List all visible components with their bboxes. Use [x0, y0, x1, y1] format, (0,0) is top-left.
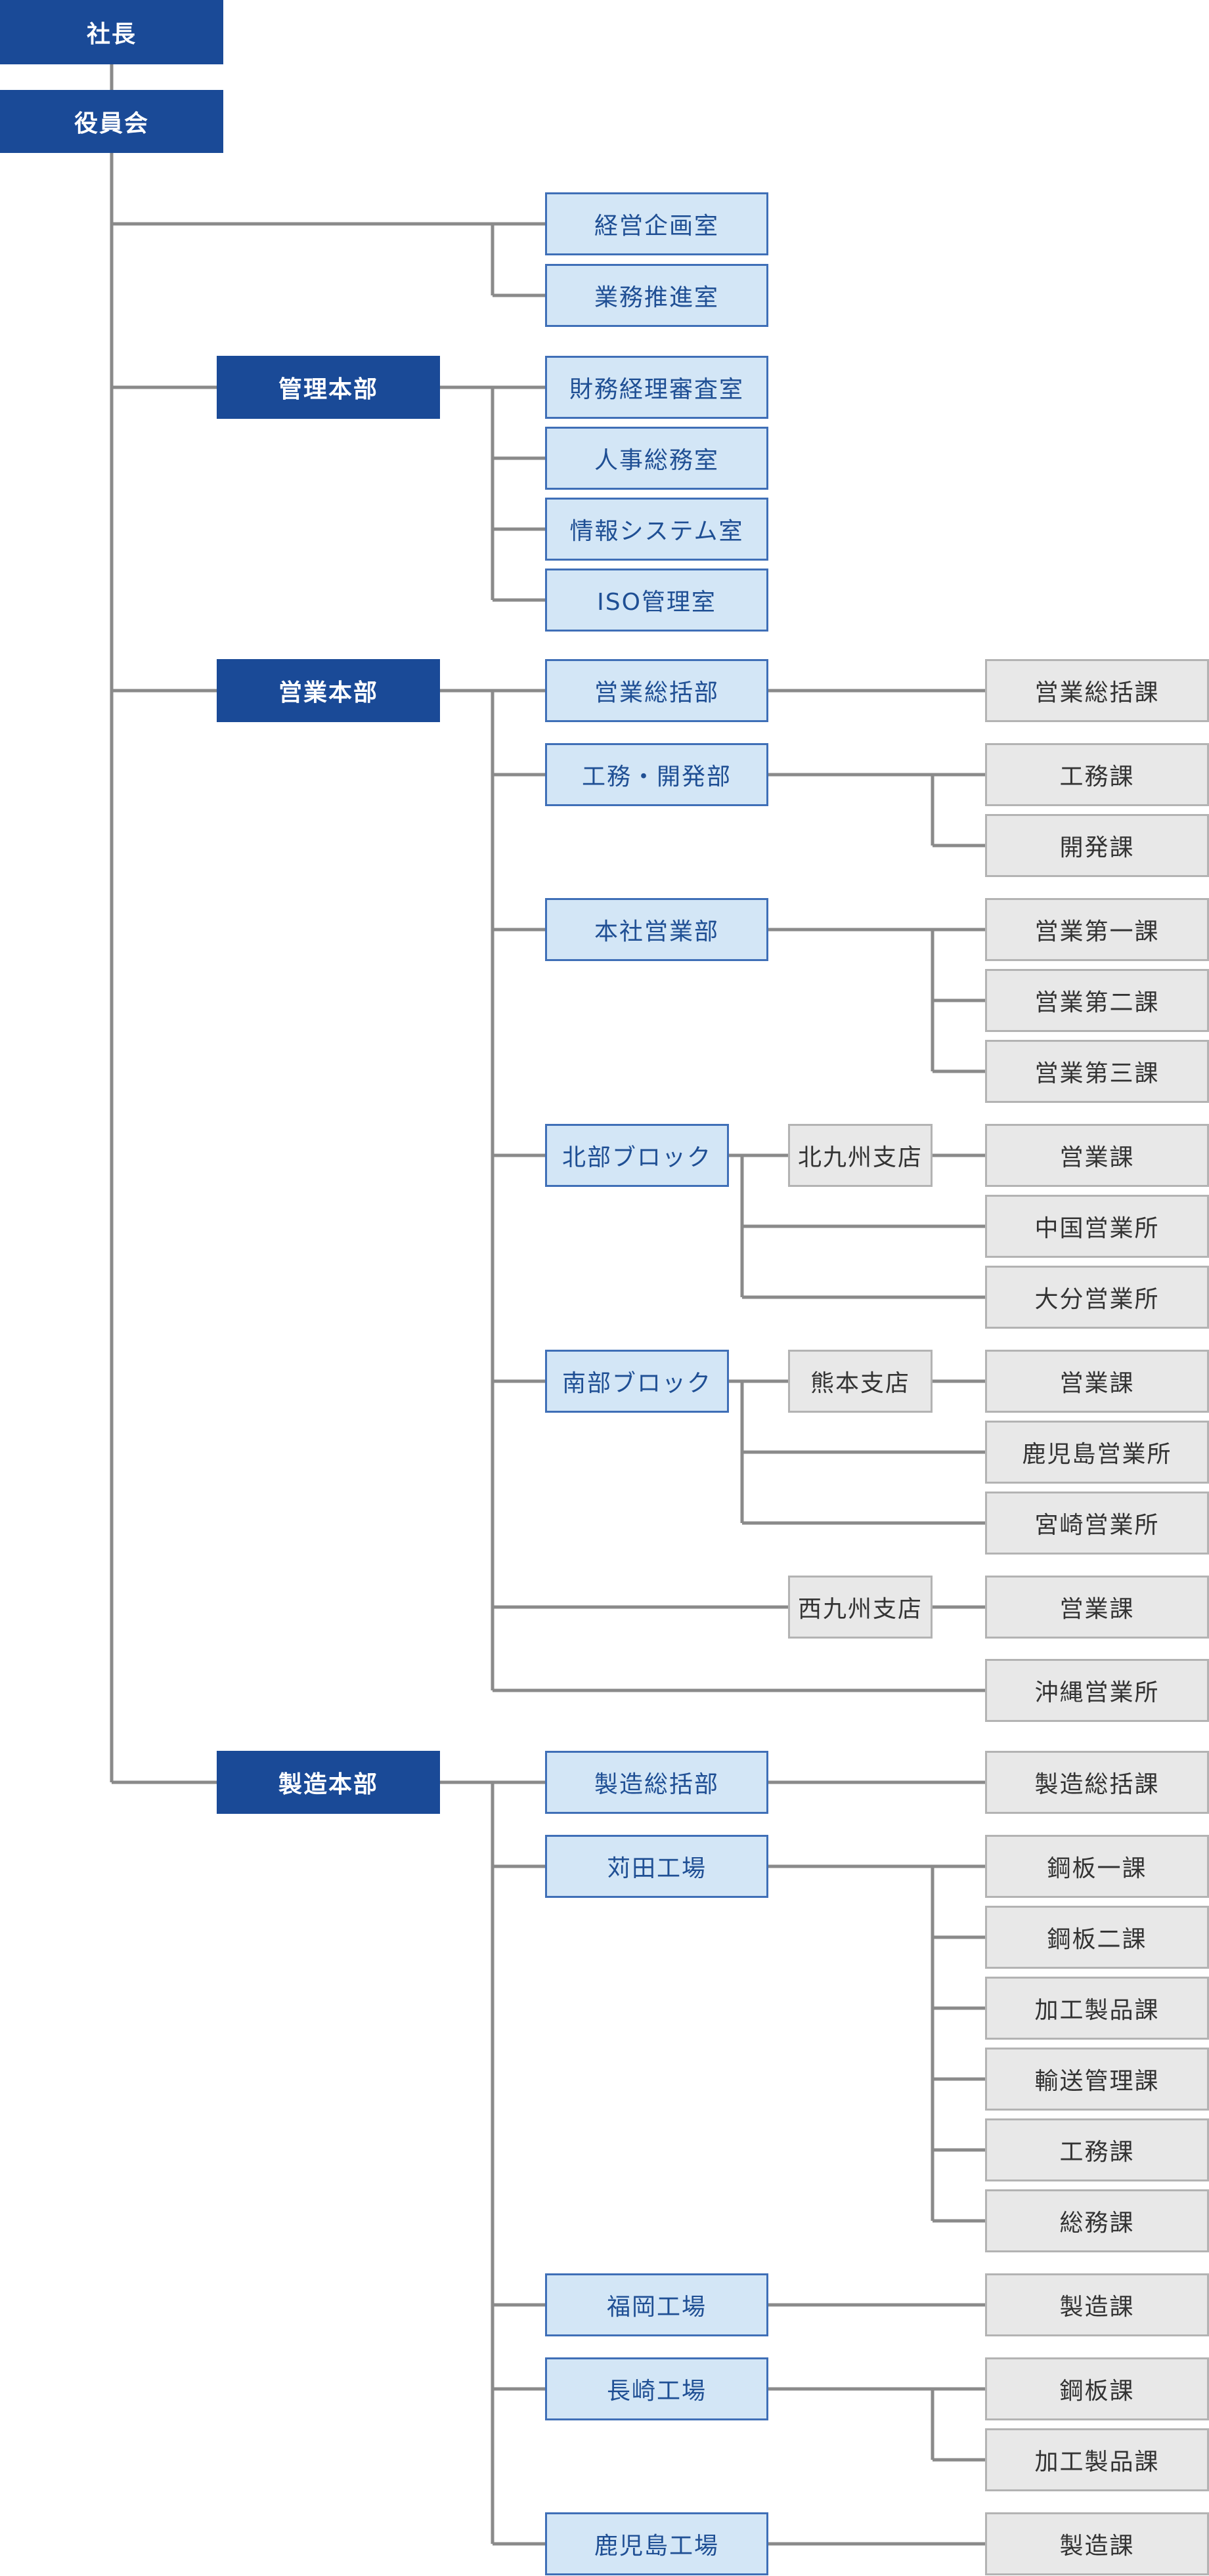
sales-2-section: 営業第二課	[985, 969, 1209, 1032]
kagoshima-sales-office: 鹿児島営業所	[985, 1421, 1209, 1484]
mfg-general-dept: 製造総括部	[545, 1751, 768, 1814]
sales-general-dept: 営業総括部	[545, 659, 768, 722]
south-block-dept: 南部ブロック	[545, 1350, 729, 1413]
karita-engineering-section: 工務課	[985, 2118, 1209, 2181]
manufacturing-division: 製造本部	[217, 1751, 440, 1814]
steel-plate-section: 鋼板課	[985, 2357, 1209, 2420]
hr-general-office: 人事総務室	[545, 427, 768, 490]
transport-management-section: 輸送管理課	[985, 2048, 1209, 2111]
chugoku-sales-office: 中国営業所	[985, 1195, 1209, 1258]
engineering-dev-dept: 工務・開発部	[545, 743, 768, 806]
nishikyushu-branch: 西九州支店	[788, 1576, 933, 1639]
kumamoto-branch: 熊本支店	[788, 1350, 933, 1413]
sales-general-section: 営業総括課	[985, 659, 1209, 722]
processed-products-section: 加工製品課	[985, 1977, 1209, 2040]
steel-2-section: 鋼板二課	[985, 1906, 1209, 1969]
kagoshima-plant: 鹿児島工場	[545, 2512, 768, 2575]
kitakyushu-sales-section: 営業課	[985, 1124, 1209, 1187]
iso-management-office: ISO管理室	[545, 569, 768, 632]
north-block-dept: 北部ブロック	[545, 1124, 729, 1187]
nishikyushu-sales-section: 営業課	[985, 1576, 1209, 1639]
kagoshima-manufacturing-section: 製造課	[985, 2512, 1209, 2575]
development-section: 開発課	[985, 814, 1209, 877]
karita-plant: 苅田工場	[545, 1835, 768, 1898]
hq-sales-dept: 本社営業部	[545, 898, 768, 961]
engineering-section: 工務課	[985, 743, 1209, 806]
fukuoka-manufacturing-section: 製造課	[985, 2273, 1209, 2336]
info-systems-office: 情報システム室	[545, 498, 768, 561]
fukuoka-plant: 福岡工場	[545, 2273, 768, 2336]
steel-1-section: 鋼板一課	[985, 1835, 1209, 1898]
corporate-planning-office: 経営企画室	[545, 192, 768, 255]
mfg-general-section: 製造総括課	[985, 1751, 1209, 1814]
nagasaki-plant: 長崎工場	[545, 2357, 768, 2420]
okinawa-sales-office: 沖縄営業所	[985, 1659, 1209, 1722]
kitakyushu-branch: 北九州支店	[788, 1124, 933, 1187]
nagasaki-processed-products-section: 加工製品課	[985, 2428, 1209, 2491]
sales-3-section: 営業第三課	[985, 1040, 1209, 1103]
finance-audit-office: 財務経理審査室	[545, 356, 768, 419]
president-box: 社長	[0, 0, 223, 64]
board-box: 役員会	[0, 90, 223, 153]
management-division: 管理本部	[217, 356, 440, 419]
general-affairs-section: 総務課	[985, 2189, 1209, 2252]
business-promotion-office: 業務推進室	[545, 264, 768, 327]
kumamoto-sales-section: 営業課	[985, 1350, 1209, 1413]
sales-division: 営業本部	[217, 659, 440, 722]
sales-1-section: 営業第一課	[985, 898, 1209, 961]
miyazaki-sales-office: 宮崎営業所	[985, 1492, 1209, 1555]
oita-sales-office: 大分営業所	[985, 1266, 1209, 1329]
